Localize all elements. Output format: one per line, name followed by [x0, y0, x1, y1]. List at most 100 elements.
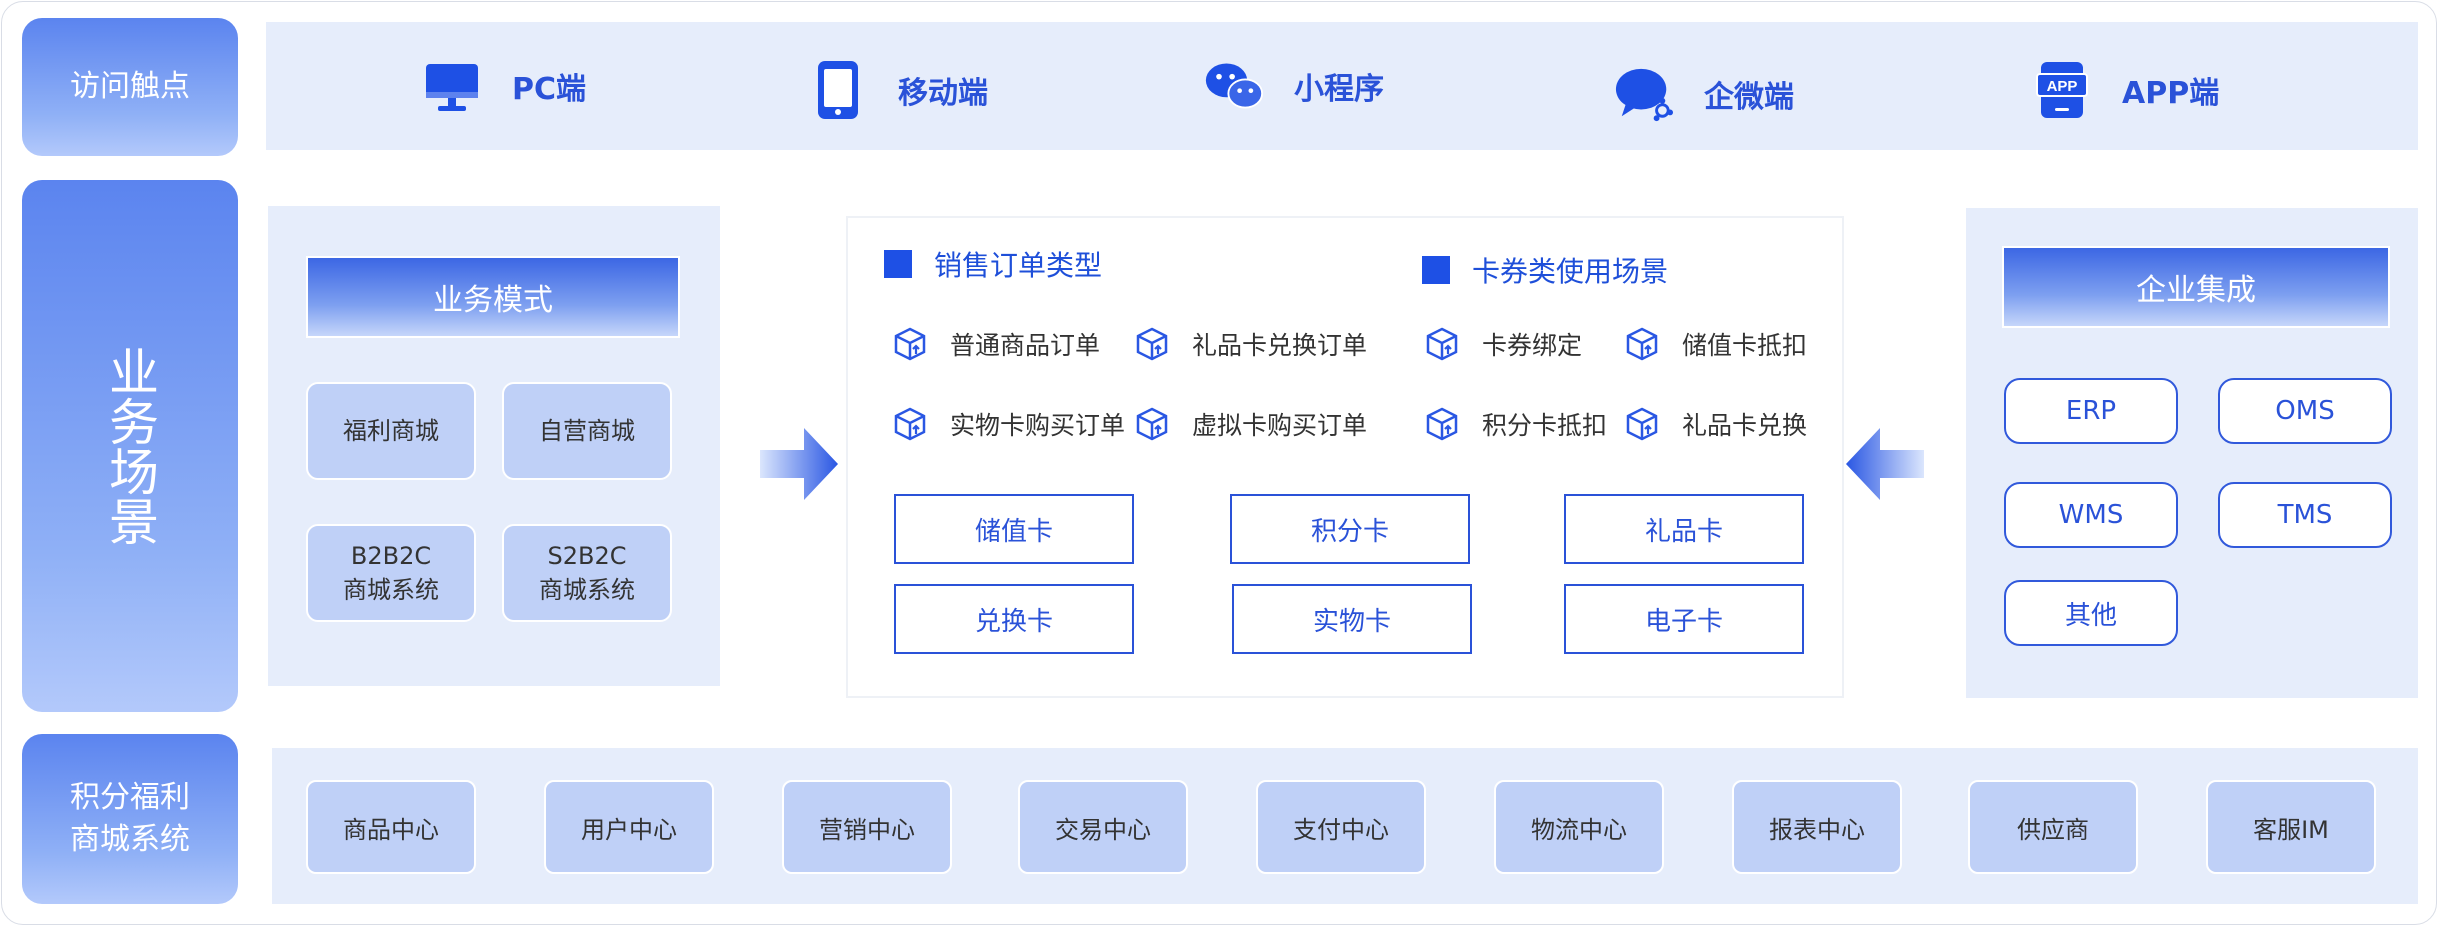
- box-upload-icon: [1426, 407, 1458, 441]
- integration-label: TMS: [2277, 500, 2333, 530]
- box-upload-icon: [894, 407, 926, 441]
- order-item: 普通商品订单: [892, 326, 1100, 362]
- module-tile[interactable]: 交易中心: [1018, 780, 1188, 874]
- card-type-electronic[interactable]: 电子卡: [1564, 584, 1804, 654]
- desktop-monitor-icon: [422, 56, 482, 116]
- module-tile[interactable]: 商品中心: [306, 780, 476, 874]
- box-upload-icon: [1426, 327, 1458, 361]
- mode-tile-line1: 自营商城: [539, 417, 635, 445]
- card-type-label: 积分卡: [1310, 516, 1389, 547]
- mode-tile-s2b2c[interactable]: S2B2C 商城系统: [502, 524, 672, 622]
- row-label-access: 访问触点: [22, 18, 238, 156]
- row-label-system: 积分福利 商城系统: [22, 734, 238, 904]
- mode-tile-self-mall[interactable]: 自营商城: [502, 382, 672, 480]
- scene-item-label: 卡券绑定: [1482, 331, 1583, 360]
- card-scenes-section-title: 卡券类使用场景: [1422, 252, 1668, 288]
- order-item-label: 虚拟卡购买订单: [1192, 411, 1368, 440]
- order-item: 实物卡购买订单: [892, 406, 1125, 442]
- app-icon: APP: [2032, 60, 2092, 120]
- module-tile[interactable]: 营销中心: [782, 780, 952, 874]
- svg-text:APP: APP: [2047, 78, 2078, 95]
- module-label: 商品中心: [343, 815, 439, 844]
- touchpoint-app-label: APP端: [2122, 76, 2220, 111]
- touchpoint-pc-label: PC端: [512, 72, 587, 107]
- card-type-physical[interactable]: 实物卡: [1232, 584, 1472, 654]
- scene-item-label: 储值卡抵扣: [1682, 331, 1808, 360]
- mode-tile-welfare-mall[interactable]: 福利商城: [306, 382, 476, 480]
- module-label: 供应商: [2017, 815, 2089, 844]
- wechat-icon: [1204, 56, 1264, 116]
- box-upload-icon: [1136, 327, 1168, 361]
- module-label: 物流中心: [1531, 815, 1627, 844]
- module-label: 用户中心: [581, 815, 677, 844]
- mode-tile-b2b2c[interactable]: B2B2C 商城系统: [306, 524, 476, 622]
- box-upload-icon: [1626, 327, 1658, 361]
- module-tile[interactable]: 用户中心: [544, 780, 714, 874]
- integration-other[interactable]: 其他: [2004, 580, 2178, 646]
- integration-tms[interactable]: TMS: [2218, 482, 2392, 548]
- touchpoint-wecom-label: 企微端: [1704, 80, 1794, 115]
- integration-erp[interactable]: ERP: [2004, 378, 2178, 444]
- order-item-label: 实物卡购买订单: [950, 411, 1126, 440]
- card-type-label: 电子卡: [1644, 606, 1723, 637]
- card-type-label: 礼品卡: [1644, 516, 1723, 547]
- row-label-business-text: 业务场景: [101, 346, 159, 546]
- order-item-label: 礼品卡兑换订单: [1192, 331, 1368, 360]
- box-upload-icon: [894, 327, 926, 361]
- card-type-points[interactable]: 积分卡: [1230, 494, 1470, 564]
- business-mode-title-text: 业务模式: [433, 283, 553, 318]
- mode-tile-line1: 福利商城: [343, 417, 439, 445]
- row-label-access-text: 访问触点: [70, 69, 190, 104]
- module-tile[interactable]: 客服IM: [2206, 780, 2376, 874]
- card-type-label: 兑换卡: [974, 606, 1053, 637]
- card-type-label: 储值卡: [974, 516, 1053, 547]
- mode-tile-line2: 商城系统: [539, 576, 635, 604]
- touchpoint-app[interactable]: APP APP端: [2032, 58, 2219, 122]
- module-label: 营销中心: [819, 815, 915, 844]
- arrow-left-icon: [1846, 428, 1924, 500]
- enterprise-title-text: 企业集成: [2136, 273, 2256, 308]
- scene-item-label: 积分卡抵扣: [1482, 411, 1608, 440]
- mode-tile-line2: 商城系统: [343, 576, 439, 604]
- module-tile[interactable]: 支付中心: [1256, 780, 1426, 874]
- scene-item: 储值卡抵扣: [1624, 326, 1807, 362]
- mode-tile-line1: B2B2C: [350, 542, 432, 570]
- order-item-label: 普通商品订单: [950, 331, 1101, 360]
- orders-section-title: 销售订单类型: [884, 246, 1102, 282]
- mobile-phone-icon: [808, 60, 868, 120]
- card-type-exchange[interactable]: 兑换卡: [894, 584, 1134, 654]
- wecom-icon: [1614, 64, 1674, 124]
- card-type-label: 实物卡: [1312, 606, 1391, 637]
- integration-label: ERP: [2065, 396, 2117, 426]
- order-item: 礼品卡兑换订单: [1134, 326, 1367, 362]
- enterprise-title: 企业集成: [2002, 246, 2390, 328]
- scene-item: 积分卡抵扣: [1424, 406, 1607, 442]
- card-scenes-title-text: 卡券类使用场景: [1472, 255, 1669, 288]
- business-mode-title: 业务模式: [306, 256, 680, 338]
- integration-label: 其他: [2064, 600, 2117, 631]
- scene-item-label: 礼品卡兑换: [1682, 411, 1808, 440]
- card-type-stored-value[interactable]: 储值卡: [894, 494, 1134, 564]
- module-tile[interactable]: 报表中心: [1732, 780, 1902, 874]
- module-label: 客服IM: [2253, 815, 2329, 844]
- module-label: 支付中心: [1293, 815, 1389, 844]
- arrow-right-icon: [760, 428, 838, 500]
- module-tile[interactable]: 物流中心: [1494, 780, 1664, 874]
- row-label-system-line2: 商城系统: [70, 822, 190, 857]
- touchpoint-wecom[interactable]: 企微端: [1614, 62, 1794, 126]
- mode-tile-line1: S2B2C: [547, 542, 627, 570]
- card-type-gift[interactable]: 礼品卡: [1564, 494, 1804, 564]
- touchpoint-mobile[interactable]: 移动端: [808, 58, 988, 122]
- integration-label: WMS: [2058, 500, 2124, 530]
- touchpoint-miniprogram[interactable]: 小程序: [1204, 54, 1384, 118]
- scene-item: 礼品卡兑换: [1624, 406, 1807, 442]
- box-upload-icon: [1136, 407, 1168, 441]
- touchpoint-mobile-label: 移动端: [898, 76, 988, 111]
- touchpoint-pc[interactable]: PC端: [422, 56, 586, 116]
- integration-wms[interactable]: WMS: [2004, 482, 2178, 548]
- module-tile[interactable]: 供应商: [1968, 780, 2138, 874]
- integration-oms[interactable]: OMS: [2218, 378, 2392, 444]
- scene-item: 卡券绑定: [1424, 326, 1582, 362]
- orders-title-text: 销售订单类型: [934, 249, 1103, 282]
- square-bullet-icon: [1422, 256, 1450, 284]
